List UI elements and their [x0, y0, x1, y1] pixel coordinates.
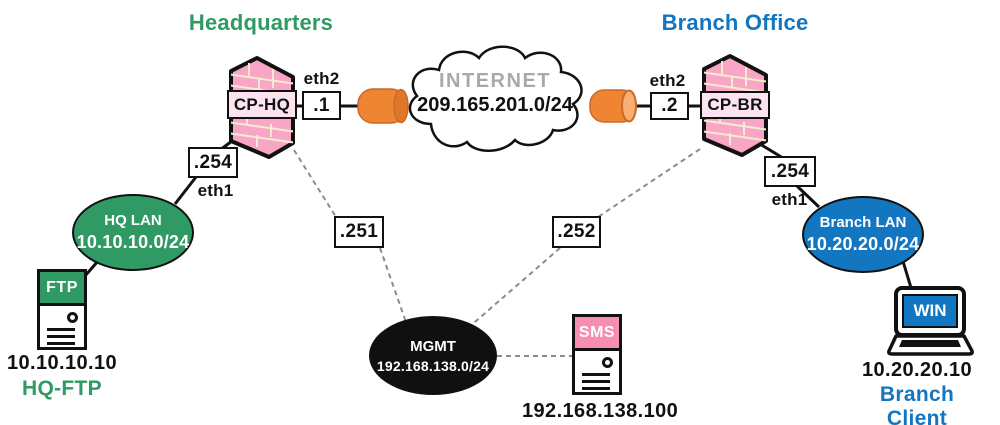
lan-ip-box-br: .254 — [764, 156, 816, 187]
internet-label: INTERNET — [439, 70, 551, 92]
ftp-server-icon: FTP — [37, 269, 87, 350]
dash-252-mgmt — [467, 247, 561, 329]
server-vent-icon — [47, 342, 75, 345]
link-lanbox-hqlan — [173, 176, 198, 205]
ftp-badge: FTP — [40, 272, 84, 306]
lan-ip-box-hq: .254 — [188, 147, 238, 178]
mgmt-name: MGMT — [410, 337, 456, 355]
eth1-label-br: eth1 — [771, 190, 808, 209]
mgmt-ip-box-hq: .251 — [334, 216, 384, 248]
hq-lan-ellipse: HQ LAN 10.10.10.0/24 — [72, 194, 194, 271]
branch-client-name: Branch Client — [879, 383, 955, 425]
sms-server-ip: 192.168.138.100 — [522, 400, 679, 422]
cylinder-hq-icon — [357, 88, 409, 124]
sms-badge: SMS — [575, 317, 619, 351]
hq-ftp-ip: 10.10.10.10 — [6, 352, 118, 374]
eth1-label-hq: eth1 — [197, 181, 234, 200]
win-laptop-icon — [887, 286, 974, 356]
hq-lan-name: HQ LAN — [104, 212, 162, 229]
dash-cpbr-252 — [597, 148, 701, 218]
dashed-mgmt-links — [293, 148, 701, 357]
cp-br-name-band: CP-BR — [700, 91, 770, 119]
cylinder-br-icon — [589, 89, 637, 123]
sms-server-body — [575, 351, 619, 392]
internet-subnet: 209.165.201.0/24 — [417, 94, 573, 116]
branch-client-ip: 10.20.20.10 — [861, 359, 973, 381]
branch-lan-name: Branch LAN — [819, 214, 907, 231]
mgmt-ellipse: MGMT 192.168.138.0/24 — [369, 316, 497, 395]
link-branchlan-laptop — [900, 257, 914, 292]
hq-ftp-name: HQ-FTP — [22, 377, 102, 400]
eth2-label-hq: eth2 — [303, 69, 340, 88]
branch-site-title: Branch Office — [661, 10, 809, 35]
server-vent-icon — [47, 328, 75, 331]
hq-site-title: Headquarters — [188, 10, 334, 35]
internet-cloud — [408, 45, 583, 152]
branch-lan-subnet: 10.20.20.0/24 — [806, 234, 920, 254]
link-lanbox-branchlan — [795, 184, 821, 209]
mgmt-ip-box-br: .252 — [552, 216, 601, 248]
dash-cphq-251 — [293, 149, 337, 218]
wan-ip-box-hq: .1 — [302, 91, 341, 120]
sms-server-icon: SMS — [572, 314, 622, 395]
cp-hq-name-band: CP-HQ — [227, 90, 297, 119]
win-badge: WIN — [913, 301, 947, 320]
server-vent-icon — [47, 335, 75, 338]
server-vent-icon — [582, 373, 610, 376]
ftp-server-body — [40, 306, 84, 347]
server-led-icon — [67, 312, 78, 323]
hq-lan-subnet: 10.10.10.0/24 — [76, 232, 190, 252]
dash-251-mgmt — [379, 247, 409, 329]
wan-ip-box-br: .2 — [650, 92, 689, 120]
server-vent-icon — [582, 387, 610, 390]
mgmt-subnet: 192.168.138.0/24 — [376, 357, 490, 374]
branch-lan-ellipse: Branch LAN 10.20.20.0/24 — [802, 196, 924, 273]
server-led-icon — [602, 357, 613, 368]
eth2-label-br: eth2 — [649, 71, 686, 90]
server-vent-icon — [582, 380, 610, 383]
